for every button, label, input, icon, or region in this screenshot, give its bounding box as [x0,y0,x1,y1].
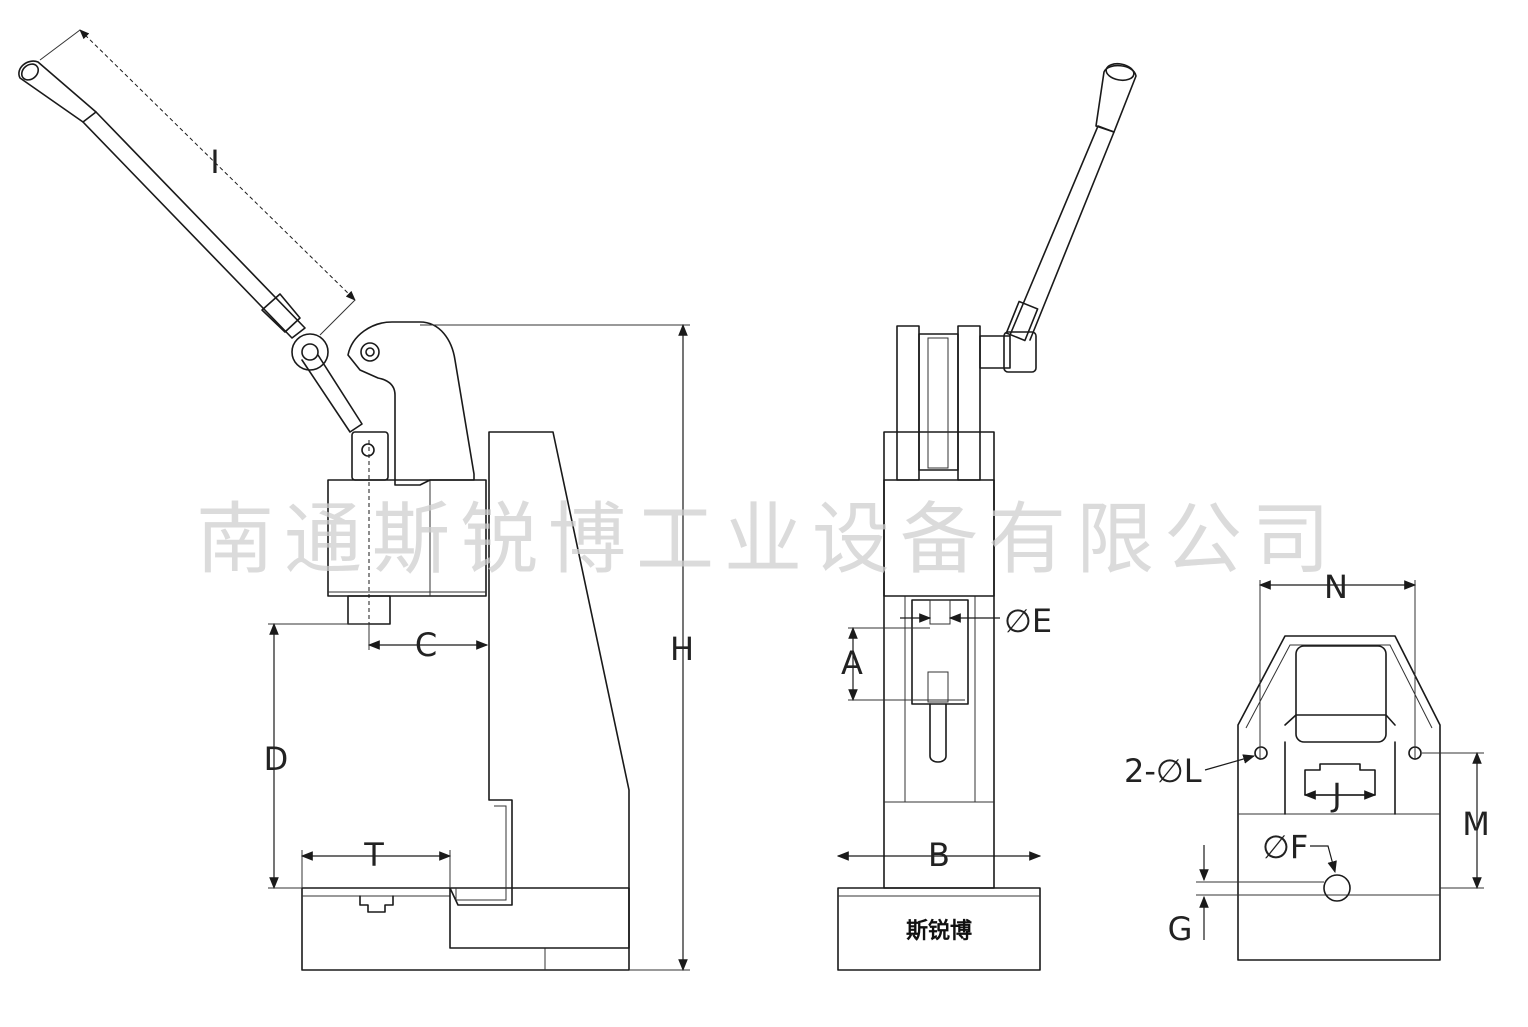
label-C: C [415,626,437,664]
dimension-lines [39,29,1484,972]
dimension-labels: I H C D T ∅E A B N 2-∅L J M ∅F G [210,143,1490,948]
base-outline [1237,635,1441,961]
label-L: 2-∅L [1124,752,1202,790]
label-D: D [264,740,289,778]
base-view [1237,635,1441,961]
label-H: H [670,630,694,668]
brand-plate: 斯锐博 [906,918,972,944]
bore-f [1323,874,1351,902]
front-handle-rod [1009,125,1115,341]
label-E: ∅E [1004,602,1052,640]
label-F: ∅F [1262,828,1308,866]
arm-housing [347,321,475,486]
t-slot [359,895,394,913]
label-G: G [1168,910,1193,948]
label-N: N [1324,568,1348,606]
label-J: J [1330,776,1341,814]
front-handle-grip [1095,64,1137,133]
label-A: A [841,644,863,682]
label-T: T [363,836,384,874]
side-handle-grip [18,60,97,123]
label-M: M [1462,805,1490,843]
label-I: I [210,143,219,181]
pivot-hub [291,333,329,371]
front-view: 斯锐博 [837,62,1137,971]
front-column [883,431,995,889]
ram-block [327,479,487,597]
label-B: B [928,836,950,874]
front-head [883,479,995,597]
side-column [449,431,630,949]
company-watermark: 南通斯锐博工业设备有限公司 [196,495,1340,585]
mount-hole-left [1254,746,1268,760]
side-handle-rod [82,111,306,339]
